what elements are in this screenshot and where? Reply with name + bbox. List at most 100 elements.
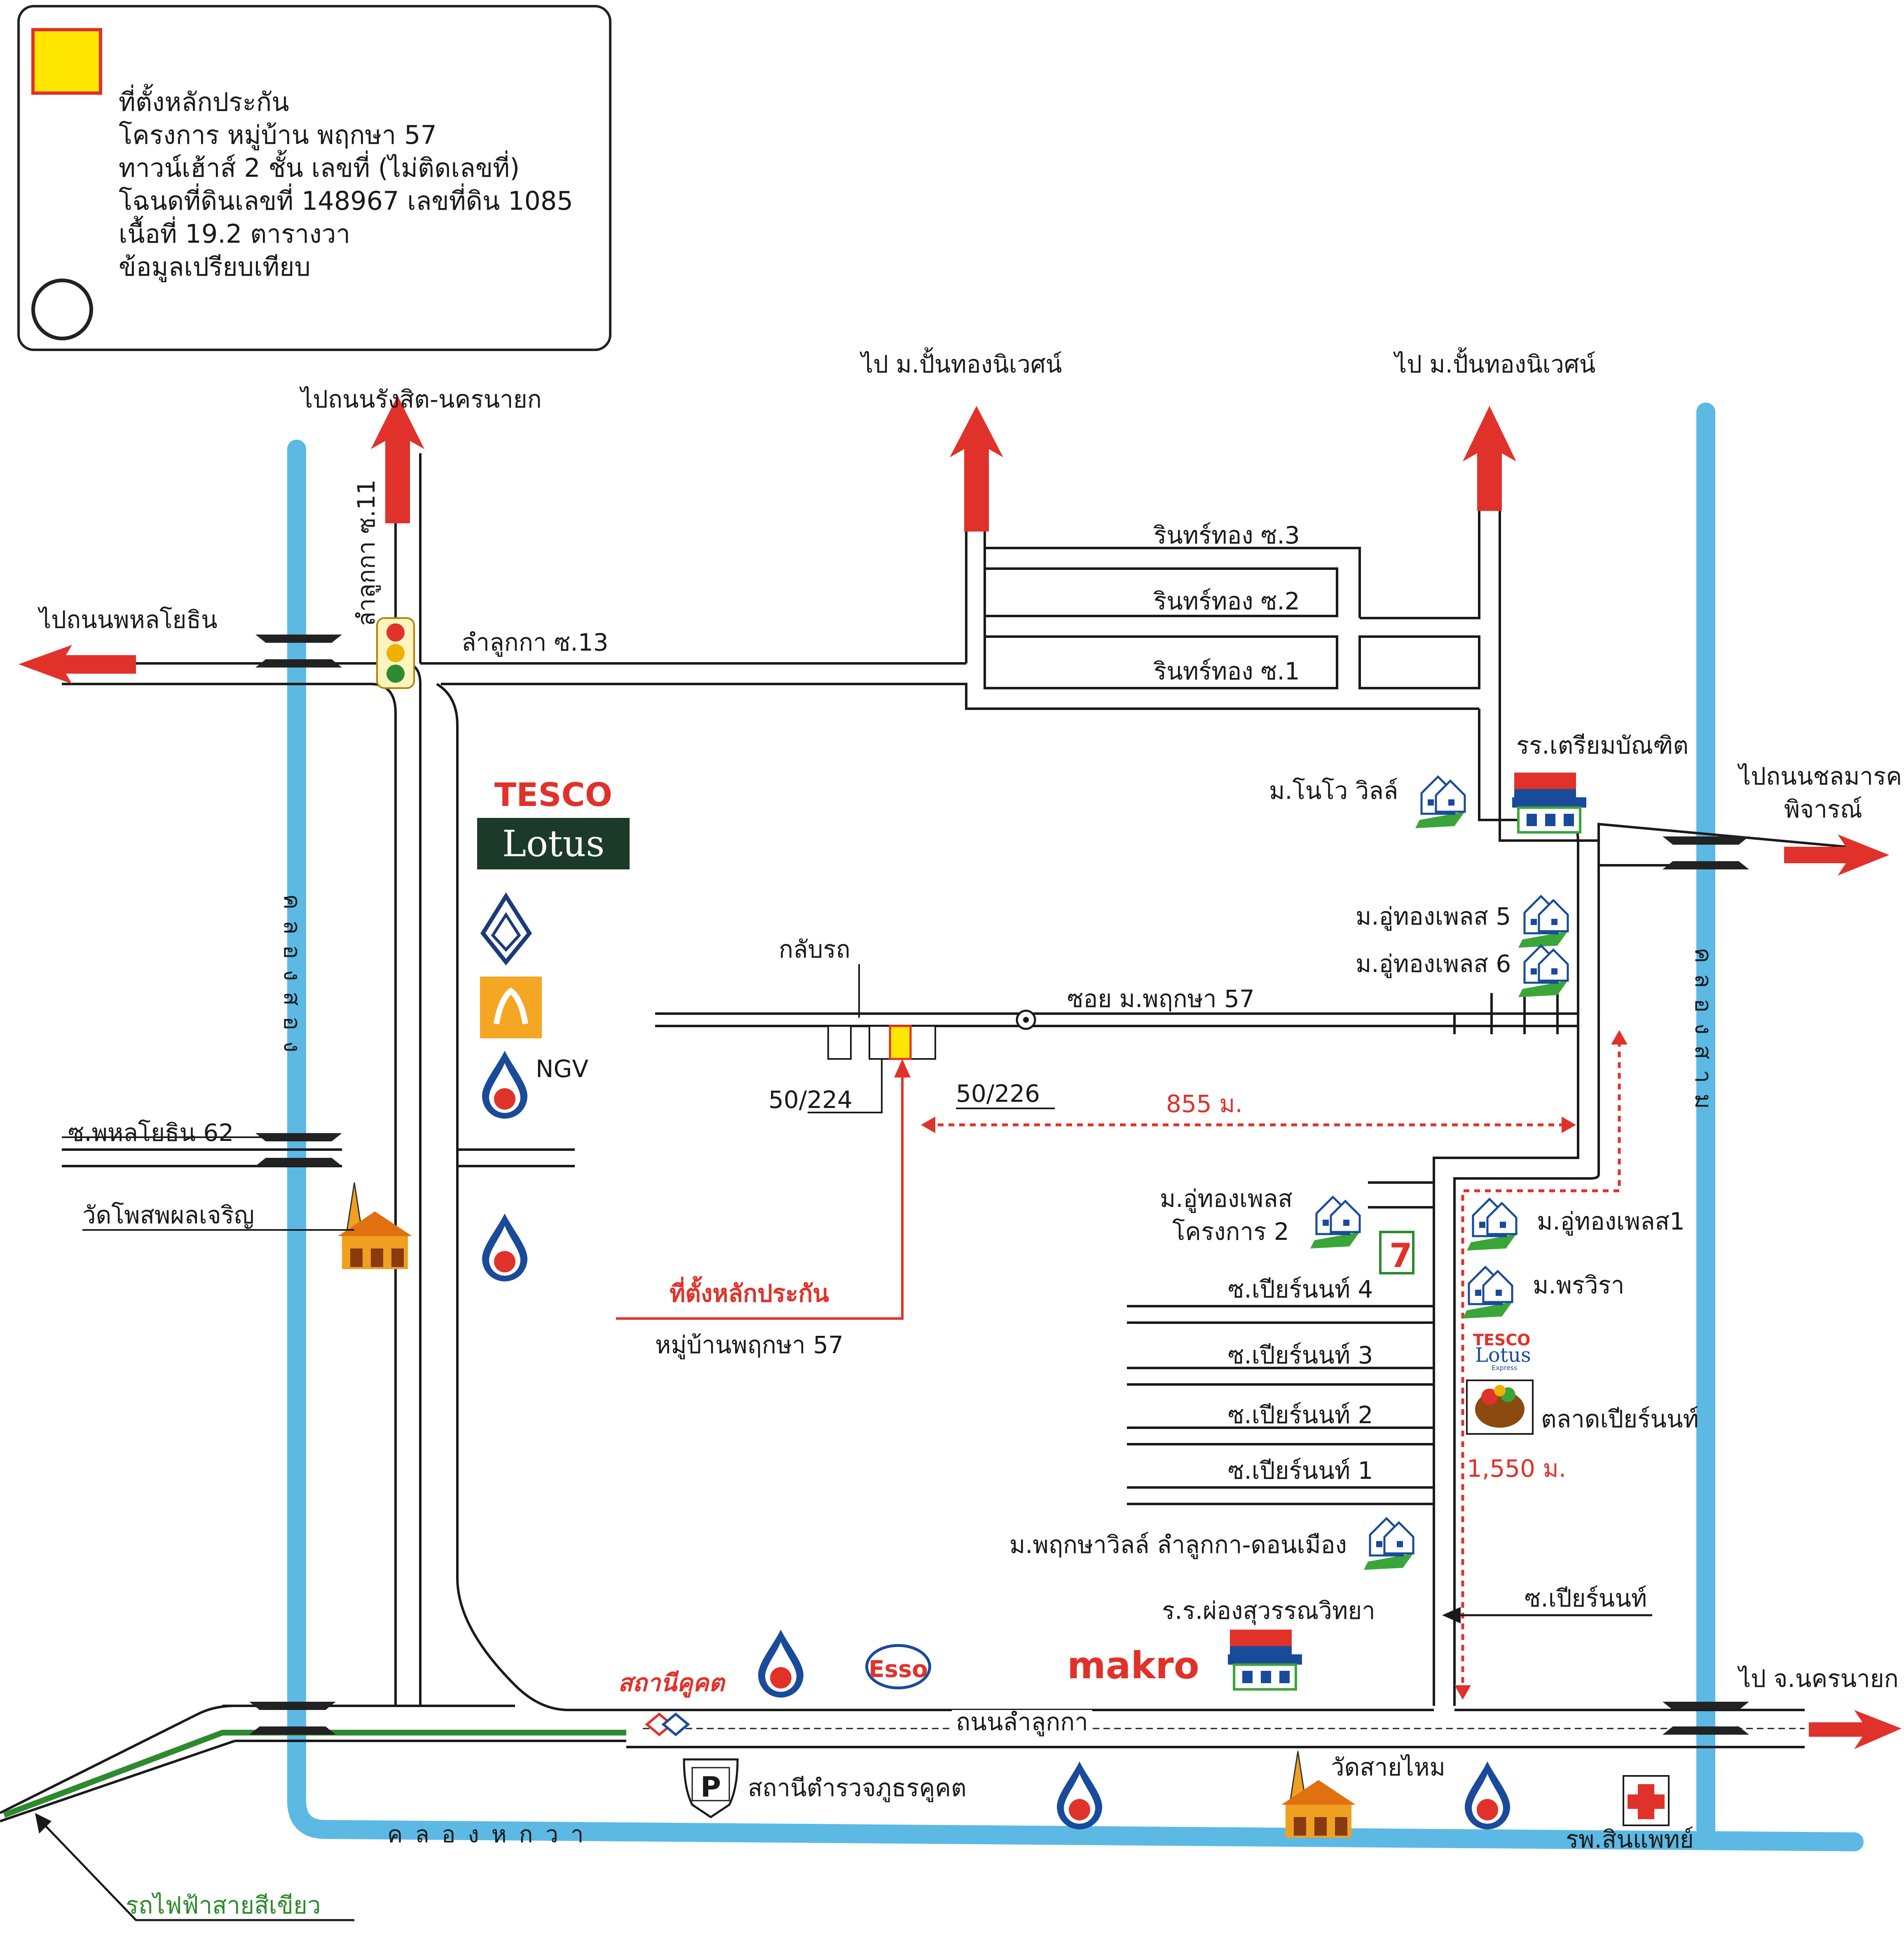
label-uthong-1: ม.อู่ทองเพลส1 <box>1537 1207 1685 1235</box>
direction-arrows <box>19 396 1902 1749</box>
collateral-legend-swatch <box>31 28 102 95</box>
label-phahon-62: ซ.พหลโยธิน 62 <box>68 1119 234 1147</box>
distance-arrowheads <box>921 1030 1628 1700</box>
label-ngv: NGV <box>536 1055 589 1083</box>
house-icon <box>1518 946 1568 997</box>
label-village-pruksa: หมู่บ้านพฤกษา 57 <box>655 1331 844 1359</box>
lotus-logo: Lotus <box>477 818 630 869</box>
label-house-224: 50/224 <box>768 1086 853 1114</box>
gas-station-icon <box>1465 1761 1510 1829</box>
label-wat-saimai: วัดสายไหม <box>1331 1753 1445 1781</box>
label-distance-855: 855 ม. <box>1166 1090 1243 1118</box>
legend-text: ที่ตั้งหลักประกัน โครงการ หมู่บ้าน พฤกษา… <box>119 86 573 283</box>
krungsri-bank-icon <box>480 977 542 1038</box>
canals <box>287 403 1864 1851</box>
label-soi-pruksa: ซอย ม.พฤกษา 57 <box>1067 985 1255 1013</box>
police-station-icon: P <box>683 1758 739 1819</box>
legend-line: โฉนดที่ดินเลขที่ 148967 เลขที่ดิน 1085 <box>119 186 573 216</box>
green-line-leader <box>36 1816 354 1921</box>
label-wat-phosa: วัดโพสพผลเจริญ <box>82 1201 255 1229</box>
gas-station-icon <box>758 1630 803 1698</box>
legend-line: ที่ตั้งหลักประกัน <box>119 87 289 117</box>
label-to-rangsit: ไปถนนรังสิต-นครนายก <box>301 385 542 413</box>
distance-lines <box>927 1038 1621 1693</box>
label-collateral-site: ที่ตั้งหลักประกัน <box>670 1279 829 1307</box>
legend-line: ข้อมูลเปรียบเทียบ <box>119 252 311 282</box>
green-line-track <box>3 1730 626 1818</box>
svg-text:7: 7 <box>1389 1237 1412 1275</box>
label-novo-ville: ม.โนโว วิลล์ <box>1269 777 1398 805</box>
label-uthong-2b: โครงการ 2 <box>1172 1218 1289 1246</box>
label-pearnon-2: ซ.เปียร์นนท์ 2 <box>1228 1401 1373 1429</box>
label-lamlukka-11: ลำลูกกา ซ.11 <box>352 479 380 627</box>
collateral-marker <box>889 1025 912 1060</box>
tesco-logo: TESCO <box>477 775 630 816</box>
label-to-phahon: ไปถนนพหลโยธิน <box>39 606 218 634</box>
label-to-nakhon-nayok: ไป จ.นครนายก <box>1739 1665 1899 1693</box>
plot-box <box>827 1025 852 1060</box>
comparison-legend-circle <box>31 279 93 340</box>
school-icon <box>1512 773 1586 832</box>
legend-line: ทาวน์เฮ้าส์ 2 ชั้น เลขที่ (ไม่ติดเลขที่) <box>119 153 520 183</box>
house-icon <box>1463 1267 1512 1319</box>
label-lamlukka-13: ลำลูกกา ซ.13 <box>461 628 609 656</box>
svg-text:Lotus: Lotus <box>1475 1344 1531 1367</box>
legend-line: เนื้อที่ 19.2 ตารางวา <box>119 219 351 249</box>
label-rinthong-1: รินทร์ทอง ซ.1 <box>1154 657 1300 685</box>
svg-text:Express: Express <box>1492 1364 1517 1372</box>
seven-eleven-icon: 7 <box>1379 1231 1415 1275</box>
label-pearnon: ซ.เปียร์นนท์ <box>1525 1584 1647 1612</box>
house-icon <box>1518 896 1568 948</box>
label-khlong-sam: คลองสาม <box>1690 948 1717 1120</box>
svg-text:P: P <box>700 1771 721 1803</box>
legend-panel: ที่ตั้งหลักประกัน โครงการ หมู่บ้าน พฤกษา… <box>17 5 611 351</box>
arrow-right-icon <box>1784 834 1889 876</box>
label-uthong-6: ม.อู่ทองเพลส 6 <box>1356 950 1511 978</box>
label-khlong-song: คลองสอง <box>279 894 305 1063</box>
label-police-station: สถานีตำรวจภูธรคูคต <box>748 1774 967 1802</box>
house-icon <box>1467 1199 1516 1251</box>
label-pearnon-4: ซ.เปียร์นนท์ 4 <box>1228 1275 1373 1303</box>
temple-icon <box>337 1182 413 1270</box>
label-pornvira: ม.พรวิรา <box>1533 1271 1625 1299</box>
gas-station-icon <box>1057 1761 1102 1829</box>
label-to-punthong: ไป ม.ปั้นทองนิเวศน์ <box>1395 350 1596 378</box>
label-pearnon-1: ซ.เปียร์นนท์ 1 <box>1228 1457 1373 1485</box>
khlong-song-canal <box>287 440 1864 1851</box>
label-to-punthong: ไป ม.ปั้นทองนิเวศน์ <box>861 350 1062 378</box>
market-icon <box>1466 1380 1534 1435</box>
gas-station-icon <box>482 1051 527 1119</box>
gas-station-icon <box>482 1213 527 1281</box>
arrow-up-icon <box>1463 406 1516 511</box>
arrow-up-icon <box>950 406 1003 532</box>
house-icon <box>1415 777 1465 828</box>
label-school-phong: ร.ร.ผ่องสุวรรณวิทยา <box>1162 1597 1375 1625</box>
label-khlong-hok-wa: คลองหกวา <box>387 1821 596 1848</box>
svg-text:TESCO: TESCO <box>1473 1331 1530 1349</box>
label-distance-1550: 1,550 ม. <box>1467 1455 1567 1483</box>
house-icon <box>1310 1197 1360 1248</box>
house-icon <box>1364 1518 1413 1570</box>
label-turn-back: กลับรถ <box>779 935 850 963</box>
makro-logo: makro <box>1067 1644 1199 1687</box>
station-icon <box>645 1712 690 1736</box>
label-to-chonmarn-2: พิจารณ์ <box>1784 795 1862 823</box>
bangkok-bank-icon <box>480 892 532 965</box>
arrow-left-icon <box>19 645 136 684</box>
label-station-khukhot: สถานีคูคต <box>618 1669 724 1697</box>
label-market-pearnon: ตลาดเปียร์นนท์ <box>1541 1405 1699 1433</box>
label-green-line: รถไฟฟ้าสายสีเขียว <box>126 1891 321 1919</box>
hospital-icon <box>1623 1775 1670 1826</box>
arrow-up-icon <box>371 396 424 523</box>
label-pruksa-ville: ม.พฤกษาวิลล์ ลำลูกกา-ดอนเมือง <box>1009 1531 1347 1559</box>
label-school-triam: รร.เตรียมบัณฑิต <box>1516 731 1689 759</box>
label-hospital: รพ.สินแพทย์ <box>1566 1825 1694 1853</box>
traffic-light-icon <box>376 617 415 689</box>
legend-line: โครงการ หมู่บ้าน พฤกษา 57 <box>119 120 437 150</box>
label-to-chonmarn: ไปถนนชลมารค <box>1739 762 1902 790</box>
label-house-226: 50/226 <box>956 1080 1040 1108</box>
label-rinthong-3: รินทร์ทอง ซ.3 <box>1154 521 1300 549</box>
label-road-lamlukka: ถนนลำลูกกา <box>952 1710 1092 1734</box>
label-rinthong-2: รินทร์ทอง ซ.2 <box>1154 587 1300 615</box>
